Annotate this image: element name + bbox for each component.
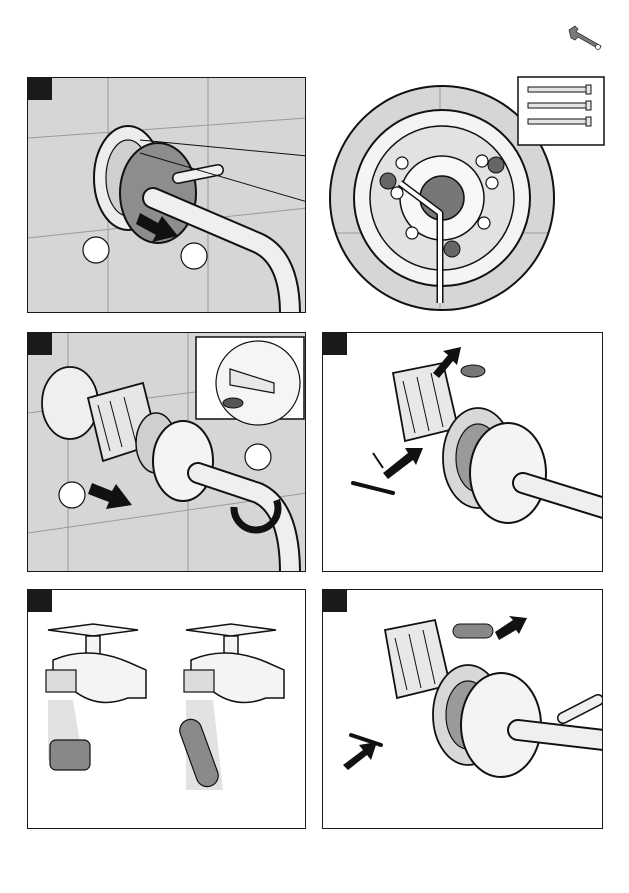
step-4-panel <box>27 589 306 829</box>
screws-icon <box>528 85 591 126</box>
faucet-with-strainer-icon <box>46 624 146 770</box>
spout-outlet-detail <box>196 337 304 425</box>
step-marker <box>323 590 347 612</box>
step-2-panel <box>27 332 306 572</box>
step-3-panel <box>322 332 603 572</box>
step-marker <box>28 333 52 355</box>
step-marker <box>28 78 52 100</box>
faucet-with-filter-icon <box>177 624 284 790</box>
step-5-panel <box>322 589 603 829</box>
wrench-icon <box>565 22 605 52</box>
step-marker <box>28 590 52 612</box>
step-marker <box>323 333 347 355</box>
escutcheon-detail-zoom <box>322 73 622 323</box>
step-1-panel <box>27 77 306 313</box>
